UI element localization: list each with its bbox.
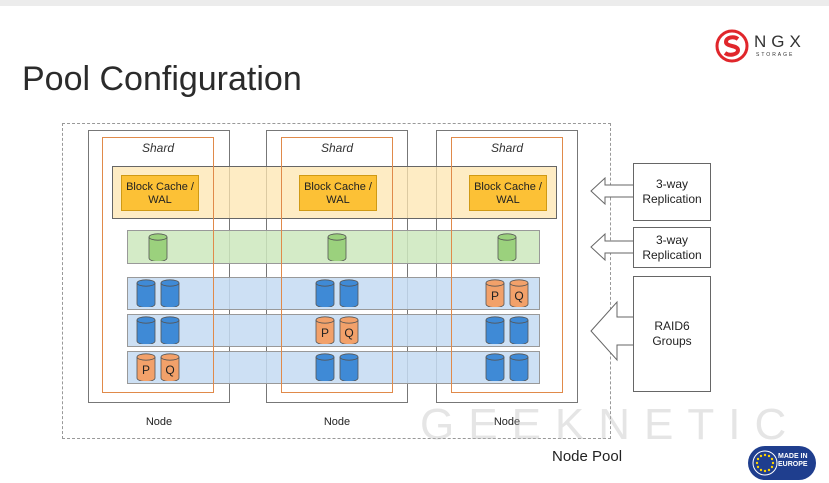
node-pool-label: Node Pool [552, 448, 623, 465]
logo-subtext: STORAGE [756, 52, 795, 58]
data-disk-icon [509, 353, 529, 381]
badge-line-1: MADE IN [778, 453, 808, 460]
data-disk-icon [509, 316, 529, 344]
replication-meta-label: 3-way Replication [642, 232, 702, 262]
block-cache-label: Block Cache / WAL [474, 181, 542, 206]
svg-text:Q: Q [514, 289, 523, 303]
block-cache-box: Block Cache / WAL [299, 175, 377, 211]
data-disk-icon [339, 279, 359, 307]
node-box-2 [266, 130, 408, 403]
watermark: GEEKNETIC [420, 400, 801, 449]
data-disk-icon [315, 353, 335, 381]
svg-text:P: P [491, 289, 499, 303]
svg-text:P: P [142, 363, 150, 377]
parity-disk-p-icon: P [485, 279, 505, 307]
svg-text:Q: Q [165, 363, 174, 377]
metadata-disk-icon [327, 233, 347, 261]
ngx-logo: NGX STORAGE [714, 26, 814, 66]
parity-disk-p-icon: P [136, 353, 156, 381]
shard-box-2 [281, 137, 393, 393]
node-box-3 [436, 130, 578, 403]
page-title: Pool Configuration [22, 60, 302, 98]
data-disk-icon [339, 353, 359, 381]
raid-groups-label: RAID6 Groups [652, 319, 692, 348]
made-in-europe-badge: MADE IN EUROPE [748, 446, 816, 480]
shard-label: Shard [141, 141, 175, 155]
parity-disk-p-icon: P [315, 316, 335, 344]
badge-line-2: EUROPE [778, 461, 808, 468]
raid-groups-label-box: RAID6 Groups [633, 276, 711, 392]
eu-stars-icon [752, 450, 778, 476]
replication-meta-label-box: 3-way Replication [633, 227, 711, 268]
ngx-logo-icon [715, 29, 749, 63]
arrow-left-icon [590, 300, 635, 362]
data-disk-icon [160, 316, 180, 344]
metadata-disk-icon [148, 233, 168, 261]
arrow-left-icon [590, 232, 635, 262]
node-label: Node [323, 416, 351, 428]
metadata-disk-icon [497, 233, 517, 261]
arrow-left-icon [590, 176, 635, 206]
data-disk-icon [485, 316, 505, 344]
node-label: Node [493, 416, 521, 428]
block-cache-label: Block Cache / WAL [126, 181, 194, 206]
node-pool-border [62, 123, 611, 439]
top-bar [0, 0, 829, 6]
replication-cache-label-box: 3-way Replication [633, 163, 711, 221]
parity-disk-q-icon: Q [160, 353, 180, 381]
data-disk-icon [136, 279, 156, 307]
node-label: Node [145, 416, 173, 428]
shard-label: Shard [490, 141, 524, 155]
block-cache-box: Block Cache / WAL [121, 175, 199, 211]
shard-box-1 [102, 137, 214, 393]
node-box-1 [88, 130, 230, 403]
logo-text: NGX [754, 32, 806, 51]
parity-disk-q-icon: Q [339, 316, 359, 344]
replication-cache-label: 3-way Replication [642, 177, 702, 206]
data-disk-icon [160, 279, 180, 307]
svg-text:Q: Q [344, 326, 353, 340]
badge-text: MADE IN EUROPE [778, 453, 808, 469]
shard-box-3 [451, 137, 563, 393]
parity-disk-q-icon: Q [509, 279, 529, 307]
shard-label: Shard [320, 141, 354, 155]
block-cache-box: Block Cache / WAL [469, 175, 547, 211]
svg-text:P: P [321, 326, 329, 340]
data-disk-icon [485, 353, 505, 381]
data-disk-icon [315, 279, 335, 307]
block-cache-label: Block Cache / WAL [304, 181, 372, 206]
data-disk-icon [136, 316, 156, 344]
